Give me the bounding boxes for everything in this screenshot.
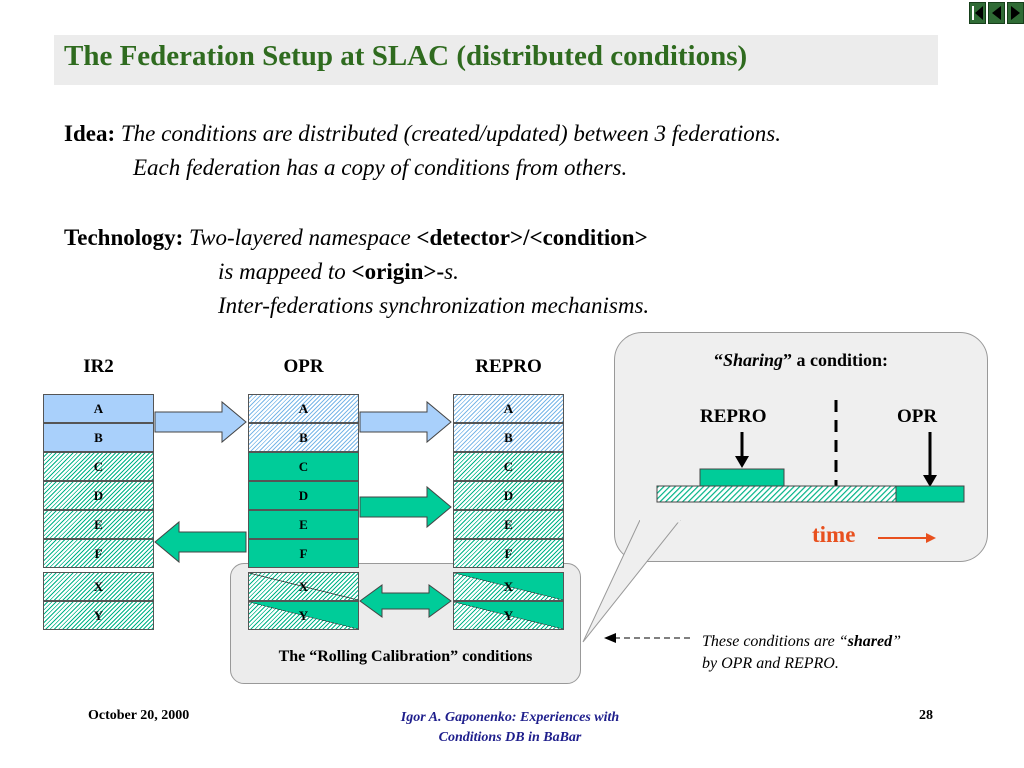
opr-cell-x: X: [248, 572, 359, 601]
opr-cell-e: E: [248, 510, 359, 539]
sharing-timeline: [656, 400, 965, 543]
sharing-title-open: “: [713, 350, 723, 370]
idea-text-2: Each federation has a copy of conditions…: [133, 155, 628, 180]
ir2-cell-b: B: [43, 423, 154, 452]
sharing-title-rest: ” a condition:: [783, 350, 889, 370]
ir2-cell-d: D: [43, 481, 154, 510]
slide-navigation: [969, 2, 1024, 24]
ir2-cell-e: E: [43, 510, 154, 539]
technology-text-1: Two-layered namespace: [189, 225, 417, 250]
timeline-bar: [656, 485, 897, 503]
rolling-calibration-label: The “Rolling Calibration” conditions: [278, 648, 533, 665]
repro-condition-block: [699, 468, 785, 487]
footer-author: Igor A. Gaponenko: Experiences with Cond…: [360, 708, 660, 748]
note-shared-word: shared: [847, 633, 893, 650]
sharing-opr-label: OPR: [897, 406, 938, 427]
title-banner: [54, 35, 938, 85]
technology-namespace: <detector>/<condition>: [416, 225, 648, 250]
arrow-opr-repro-bidirectional: [359, 584, 452, 618]
arrow-opr-to-ir2: [154, 520, 247, 564]
opr-cell-b: B: [248, 423, 359, 452]
opr-cell-a: A: [248, 394, 359, 423]
technology-text-3: Inter-federations synchronization mechan…: [218, 293, 650, 318]
technology-line-1: Technology: Two-layered namespace <detec…: [64, 225, 648, 251]
footer-author-line-2: Conditions DB in BaBar: [438, 730, 582, 745]
note-arrow: [604, 633, 692, 643]
repro-label: REPRO: [475, 356, 542, 377]
repro-cell-b: B: [453, 423, 564, 452]
time-label: time: [812, 522, 856, 547]
ir2-label: IR2: [83, 356, 114, 377]
repro-cell-d: D: [453, 481, 564, 510]
sharing-title-word: Sharing: [722, 350, 784, 370]
note-post: ”: [892, 633, 901, 650]
page-number: 28: [919, 708, 933, 723]
note-pre: These conditions are “: [702, 633, 848, 650]
shared-note: These conditions are “shared” by OPR and…: [702, 631, 901, 675]
opr-label: OPR: [283, 356, 324, 377]
technology-text-2-end: s.: [444, 259, 459, 284]
opr-cell-y: Y: [248, 601, 359, 630]
arrow-ir2-to-opr: [154, 400, 247, 444]
repro-cell-a: A: [453, 394, 564, 423]
sharing-repro-label: REPRO: [700, 406, 767, 427]
ir2-cell-f: F: [43, 539, 154, 568]
idea-text-1: The conditions are distributed (created/…: [120, 121, 781, 146]
next-slide-icon[interactable]: [1007, 2, 1024, 24]
page-title: The Federation Setup at SLAC (distribute…: [64, 40, 748, 72]
shared-note-line-2: by OPR and REPRO.: [702, 655, 839, 672]
technology-label: Technology:: [64, 225, 184, 250]
technology-text-2: is mappeed to: [218, 259, 352, 284]
arrow-opr-to-repro-green: [359, 485, 452, 529]
technology-line-2: is mappeed to <origin>-s.: [218, 259, 459, 285]
technology-origin: <origin>-: [351, 259, 445, 284]
repro-cell-y: Y: [453, 601, 564, 630]
ir2-cell-c: C: [43, 452, 154, 481]
footer-author-line-1: Igor A. Gaponenko: Experiences with: [400, 710, 620, 725]
repro-cell-e: E: [453, 510, 564, 539]
arrow-opr-to-repro: [359, 400, 452, 444]
ir2-cell-x: X: [43, 572, 154, 601]
opr-cell-d: D: [248, 481, 359, 510]
shared-note-line-1: These conditions are “shared”: [702, 631, 901, 653]
idea-label: Idea:: [64, 121, 116, 146]
ir2-cell-y: Y: [43, 601, 154, 630]
repro-cell-x: X: [453, 572, 564, 601]
footer-date: October 20, 2000: [88, 708, 190, 723]
opr-condition-block: [895, 485, 965, 503]
callout-tail: [582, 520, 681, 643]
repro-cell-c: C: [453, 452, 564, 481]
repro-cell-f: F: [453, 539, 564, 568]
previous-slide-icon[interactable]: [988, 2, 1005, 24]
sharing-title: “Sharing” a condition:: [614, 350, 988, 371]
idea-line-1: Idea: The conditions are distributed (cr…: [64, 121, 781, 147]
ir2-cell-a: A: [43, 394, 154, 423]
opr-cell-c: C: [248, 452, 359, 481]
opr-cell-f: F: [248, 539, 359, 568]
first-slide-icon[interactable]: [969, 2, 986, 24]
